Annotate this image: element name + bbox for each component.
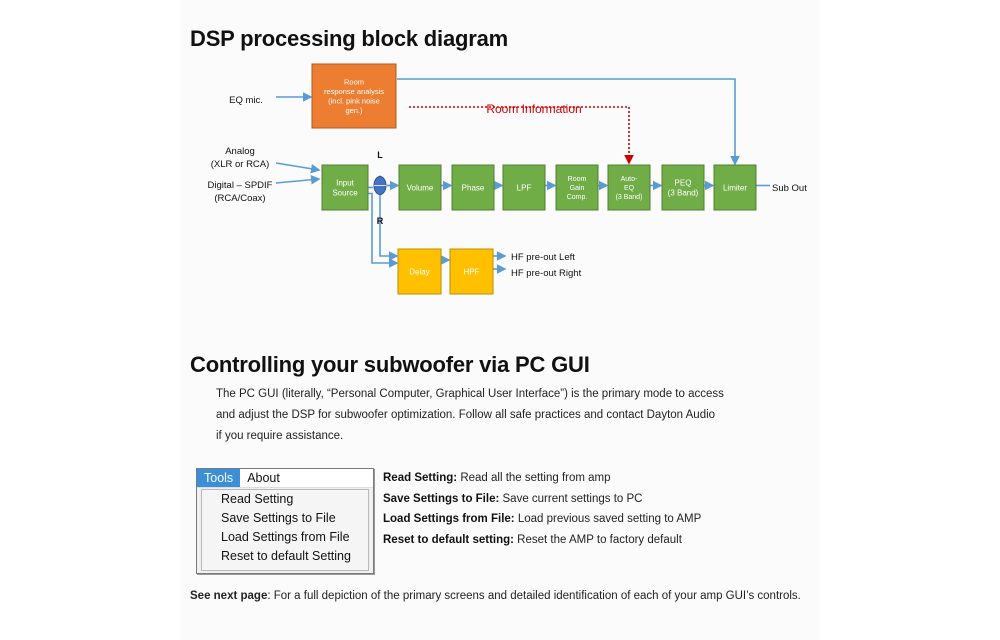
definition-term: Load Settings from File:	[383, 513, 515, 525]
section-title-dsp: DSP processing block diagram	[190, 26, 508, 51]
see-next-page-note: See next page: For a full depiction of t…	[190, 590, 830, 602]
hf-left-feed-line	[379, 192, 399, 261]
menu-definitions: Read Setting: Read all the setting from …	[383, 468, 803, 550]
auto-eq-block	[607, 164, 651, 211]
definition-row: Save Settings to File: Save current sett…	[383, 489, 803, 510]
menu-item-load-settings[interactable]: Load Settings from File	[221, 530, 350, 544]
definition-row: Load Settings from File: Load previous s…	[383, 509, 803, 530]
definition-term: Read Setting:	[383, 472, 458, 484]
tools-dropdown: Read Setting Save Settings to File Load …	[201, 489, 369, 571]
room-analysis-block-label: response analysis	[324, 87, 384, 96]
analog-sub-label: (XLR or RCA)	[211, 159, 270, 170]
digital-label: Digital – SPDIF	[208, 180, 273, 191]
auto-eq-block-label: Auto-	[621, 176, 638, 183]
definition-desc: Save current settings to PC	[499, 492, 643, 505]
hf-right-out-label: HF pre-out Right	[511, 268, 582, 279]
definition-term: Save Settings to File:	[383, 492, 500, 505]
room-to-limiter-line	[397, 78, 740, 166]
input-source-block	[321, 164, 369, 211]
r-channel-label: R	[377, 216, 384, 226]
room-information-line	[409, 106, 634, 165]
definition-term: Reset to default setting:	[383, 533, 514, 546]
processing-blocks	[311, 63, 757, 295]
analog-label: Analog	[225, 146, 255, 157]
hf-left-out-label: HF pre-out Left	[511, 252, 575, 263]
room-analysis-block-label: (incl. pink noise	[328, 96, 380, 105]
lpf-block	[502, 164, 546, 211]
room-analysis-block-label: gen.)	[345, 106, 363, 115]
digital-sub-label: (RCA/Coax)	[214, 193, 265, 204]
room-gain-comp-block-label: Room	[568, 176, 587, 183]
menu-tab-tools[interactable]: Tools	[197, 469, 241, 487]
definition-row: Reset to default setting: Reset the AMP …	[383, 530, 803, 551]
room-analysis-block-label: Room	[344, 77, 364, 86]
phase-block	[451, 164, 495, 211]
intro-line: if you require assistance.	[216, 430, 344, 442]
menu-item-save-settings[interactable]: Save Settings to File	[221, 511, 336, 525]
delay-block	[397, 248, 442, 295]
volume-block	[398, 164, 442, 211]
peq-block-label: PEQ	[675, 178, 692, 187]
auto-eq-block-label: EQ	[624, 185, 635, 192]
sub-out-label: Sub Out	[772, 183, 807, 194]
lpf-block-label: LPF	[517, 183, 532, 192]
see-next-page-text: : For a full depiction of the primary sc…	[267, 590, 801, 602]
see-next-page-label: See next page	[190, 590, 268, 602]
section-title-pc-gui: Controlling your subwoofer via PC GUI	[190, 352, 590, 377]
room-information-label: Room Information	[486, 102, 581, 116]
input-source-block-label: Input	[336, 178, 355, 187]
menu-item-read-setting[interactable]: Read Setting	[221, 492, 294, 506]
eq-mic-label: EQ mic.	[229, 95, 263, 106]
auto-eq-block-label: (3 Band)	[616, 194, 643, 201]
peq-block-label: (3 Band)	[668, 188, 699, 197]
definition-desc: Reset the AMP to factory default	[513, 533, 682, 546]
phase-block-label: Phase	[462, 183, 485, 192]
menu-tab-about[interactable]: About	[247, 471, 280, 485]
signal-lines	[275, 78, 770, 274]
room-gain-comp-block-label: Gain	[570, 185, 585, 192]
delay-block-label: Delay	[409, 267, 429, 276]
room-gain-comp-block-label: Comp.	[567, 194, 588, 201]
room-gain-comp-block	[555, 164, 599, 211]
peq-block	[661, 164, 705, 211]
room-analysis-block	[311, 63, 397, 129]
definition-row: Read Setting: Read all the setting from …	[383, 468, 803, 489]
l-channel-label: L	[377, 150, 383, 160]
tools-menu-screenshot: Tools About Read Setting Save Settings t…	[196, 468, 374, 574]
volume-block-label: Volume	[407, 183, 434, 192]
hpf-block-label: HPF	[464, 267, 480, 276]
menu-bar: Tools About	[197, 469, 373, 488]
intro-paragraph: The PC GUI (literally, “Personal Compute…	[216, 384, 736, 447]
definition-desc: Read all the setting from amp	[457, 472, 611, 484]
intro-line: The PC GUI (literally, “Personal Compute…	[216, 388, 724, 400]
input-source-block-label: Source	[332, 188, 358, 197]
limiter-block-label: Limiter	[723, 183, 747, 192]
hf-right-feed-line	[368, 192, 399, 268]
analog-arrow	[275, 162, 321, 174]
hpf-block	[449, 248, 494, 295]
limiter-block	[713, 164, 757, 211]
definition-desc: Load previous saved setting to AMP	[514, 513, 702, 525]
intro-line: and adjust the DSP for subwoofer optimiz…	[216, 409, 716, 421]
menu-item-reset-default[interactable]: Reset to default Setting	[221, 549, 351, 563]
digital-arrow	[275, 174, 321, 185]
